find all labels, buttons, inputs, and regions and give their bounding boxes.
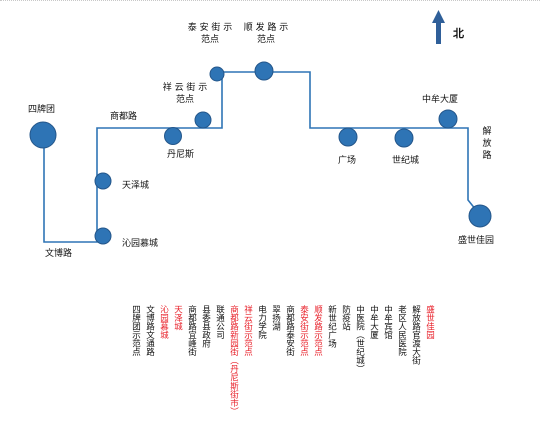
label-shangdu-lu: 商都路: [110, 112, 138, 122]
stop-list-item: 天泽城: [172, 305, 183, 331]
stop-list-item: 祥云街示范点: [242, 305, 253, 356]
stop-shengshi-jiayuan: [468, 204, 492, 228]
stop-guangchang: [338, 127, 358, 147]
stop-qinyuan-mucheng: [94, 227, 112, 245]
label-shunfa-lu: 顺 发 路 示范点: [243, 23, 289, 45]
label-wenbo-lu: 文博路: [45, 249, 73, 259]
label-shiji-cheng: 世纪城: [392, 156, 420, 166]
stop-list-item: 四牌团示范点: [130, 305, 141, 356]
stop-list-item: 翠扬湖: [270, 305, 281, 331]
label-danisi: 丹尼斯: [167, 150, 195, 160]
label-guangchang: 广场: [338, 156, 357, 166]
stop-list-item: 县委县政府: [200, 305, 211, 348]
stop-list-item: 商都路宜峰街: [186, 305, 197, 356]
stop-tianze-cheng: [94, 172, 112, 190]
label-xiangyun-jie: 祥 云 街 示范点: [162, 83, 208, 105]
stop-list-item: 中牟大厦: [368, 305, 379, 339]
north-label: 北: [453, 27, 464, 40]
label-tianze-cheng: 天泽城: [122, 181, 150, 191]
stop-list-item: 中医院（世纪城）: [354, 305, 365, 373]
stop-danisi: [164, 127, 182, 145]
stop-zhongyuan-dasha: [438, 109, 458, 129]
stop-list-item: 老区人民医院: [396, 305, 407, 356]
stop-list-item: 文博路文通路: [144, 305, 155, 356]
stop-list-item: 解放路官渡大街: [410, 305, 421, 365]
stop-taian-jie: [209, 66, 225, 82]
stop-list-item: 盛世佳园: [424, 305, 435, 339]
stop-list-item: 商都路新园街（丹尼斯街市）: [228, 305, 239, 416]
label-shengshi-jiayuan: 盛世佳园: [458, 236, 495, 246]
stop-sipaituan: [29, 121, 57, 149]
stop-list-item: 泰安街示范点: [298, 305, 309, 356]
north-arrow-icon: [432, 10, 445, 44]
route-line: [43, 71, 481, 243]
stop-list-item: 电力学院: [256, 305, 267, 339]
stop-list-item: 商都路泰安街: [284, 305, 295, 356]
label-sipaituan: 四牌团: [28, 105, 56, 115]
stop-list-item: 防疫站: [340, 305, 351, 331]
stop-shiji-cheng: [394, 128, 414, 148]
stop-list-item: 沁园慕城: [158, 305, 169, 339]
stop-list-item: 新世纪广场: [326, 305, 337, 348]
label-taian-jie: 泰 安 街 示范点: [187, 23, 233, 45]
label-qinyuan-mucheng: 沁园慕城: [122, 239, 159, 249]
stop-shunfa-lu: [254, 61, 274, 81]
stop-list-item: 顺发路示范点: [312, 305, 323, 356]
label-jiefang-lu: 解 放 路: [482, 127, 492, 161]
stop-list-item: 中牟宾馆: [382, 305, 393, 339]
stop-list-item: 联通公司: [214, 305, 225, 339]
top-border-dotted: [0, 0, 540, 2]
label-zhongyuan-dasha: 中牟大厦: [422, 95, 459, 105]
stop-xiangyun-jie: [194, 111, 212, 129]
